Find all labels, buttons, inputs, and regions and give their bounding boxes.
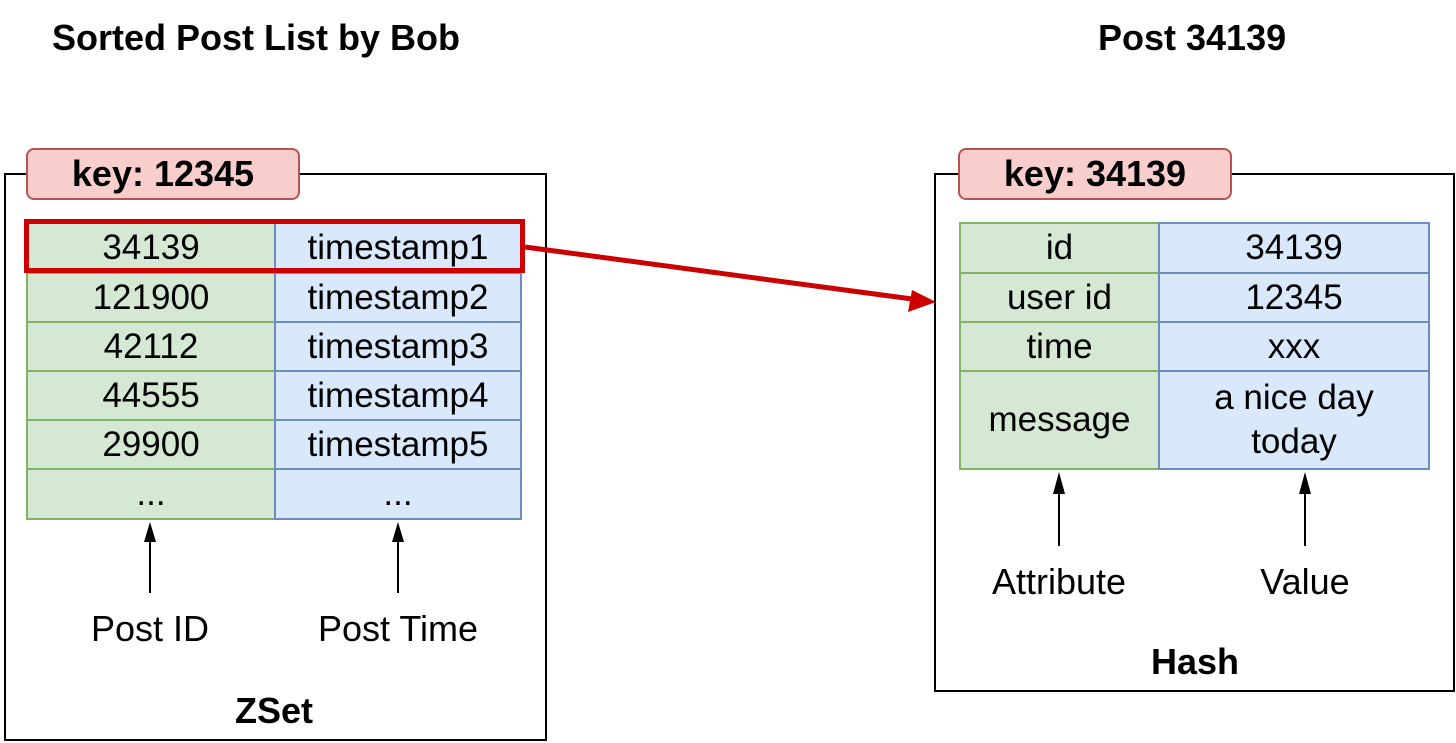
attribute-label: Attribute bbox=[991, 561, 1127, 602]
zset-post-time-cell: timestamp2 bbox=[274, 272, 522, 323]
attribute-arrow bbox=[1053, 472, 1065, 546]
right-title: Post 34139 bbox=[1098, 17, 1287, 58]
zset-post-time-cell: ... bbox=[274, 468, 522, 520]
hash-value-cell: 34139 bbox=[1158, 222, 1430, 274]
zset-post-id-cell: ... bbox=[26, 468, 276, 520]
zset-post-id-cell: 29900 bbox=[26, 419, 276, 470]
post-id-arrow bbox=[144, 522, 156, 593]
hash-attribute-cell: time bbox=[959, 321, 1160, 372]
zset-type-label: ZSet bbox=[234, 690, 314, 731]
hash-value-cell: xxx bbox=[1158, 321, 1430, 372]
hash-value-cell: 12345 bbox=[1158, 272, 1430, 323]
hash-value-cell: a nice day today bbox=[1158, 370, 1430, 470]
highlighted-row-outline bbox=[24, 219, 525, 273]
post-time-arrow bbox=[392, 522, 404, 593]
zset-post-time-cell: timestamp3 bbox=[274, 321, 522, 372]
zset-post-time-cell: timestamp4 bbox=[274, 370, 522, 421]
hash-attribute-cell: user id bbox=[959, 272, 1160, 323]
post-id-label: Post ID bbox=[90, 608, 210, 649]
post-time-label: Post Time bbox=[317, 608, 479, 649]
zset-key-tag: key: 12345 bbox=[26, 148, 300, 200]
zset-post-id-cell: 121900 bbox=[26, 272, 276, 323]
left-title: Sorted Post List by Bob bbox=[52, 17, 461, 58]
pointer-arrow bbox=[524, 244, 936, 312]
value-label: Value bbox=[1260, 561, 1350, 602]
value-arrow bbox=[1299, 472, 1311, 546]
hash-attribute-cell: message bbox=[959, 370, 1160, 470]
hash-key-tag: key: 34139 bbox=[958, 148, 1232, 200]
hash-type-label: Hash bbox=[1150, 641, 1240, 682]
